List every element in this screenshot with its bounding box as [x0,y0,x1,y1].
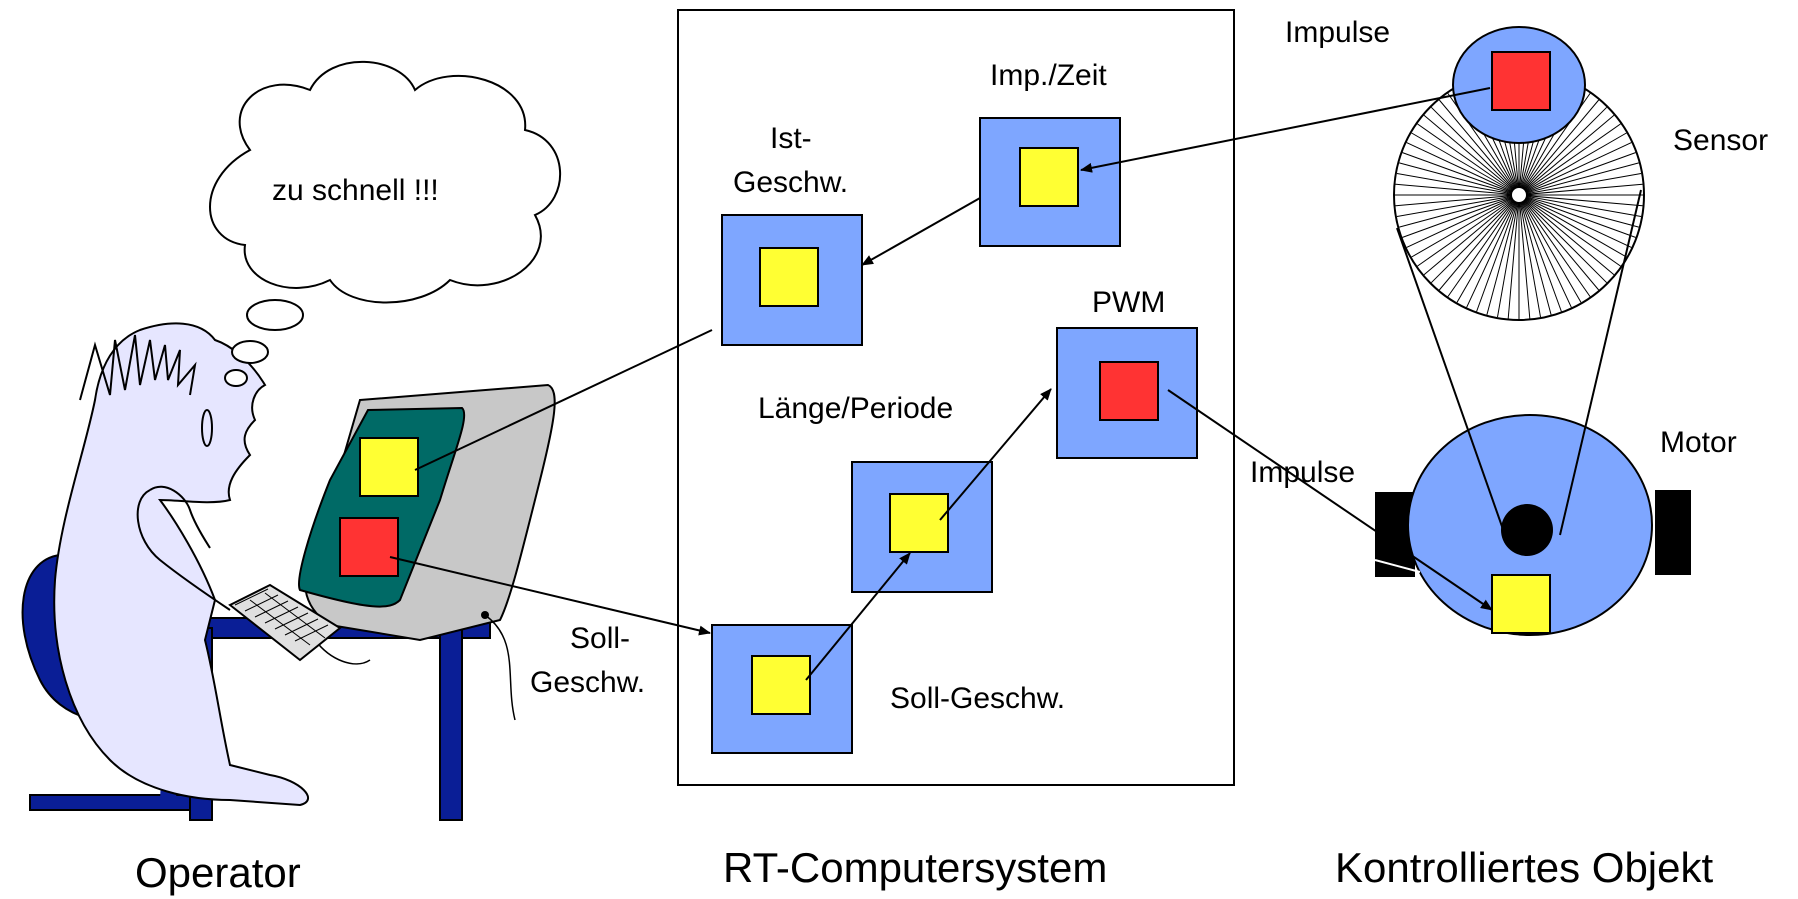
sensor-spoke [1399,194,1520,228]
sensor-spoke [1518,194,1562,312]
sensor-spoke [1466,194,1520,308]
label-soll-geschw: Soll-Geschw. [890,682,1065,715]
sensor-spoke [1402,152,1520,196]
label-motor: Motor [1660,426,1737,459]
sensor-spoke [1417,194,1520,267]
sensor-spoke [1507,194,1520,319]
sensor-disc [1393,26,1645,321]
sensor-spoke [1518,194,1636,238]
sensor-spoke [1518,194,1639,228]
sensor-spoke [1406,194,1520,248]
sensor-spoke [1518,194,1627,258]
sensor-spoke [1518,194,1621,267]
sensor-value-red [1491,51,1551,111]
label-impulse-top: Impulse [1285,16,1390,49]
sensor-spoke [1518,152,1636,196]
block-ist-geschw [721,214,863,346]
sensor-spoke [1518,194,1615,276]
sensor-spoke [1518,194,1541,318]
sensor-spoke [1423,194,1520,276]
arrow-pwm-to-motor [1167,389,1493,611]
operator-figure [21,322,491,821]
sensor-spoke [1518,194,1600,291]
label-laenge-periode: Länge/Periode [758,392,953,425]
sensor-spoke [1476,194,1520,312]
sensor-spoke [1518,114,1615,196]
sensor-spoke [1447,194,1520,297]
block-soll-geschw [711,624,853,754]
arrow-imp-zeit-to-ist [861,197,981,266]
sensor-spoke [1518,194,1572,308]
label-pwm: PWM [1092,286,1165,319]
label-impulse-mid: Impulse [1250,456,1355,489]
motor-value-yellow [1491,574,1551,634]
label-ist-line1: Ist- [770,122,812,155]
line-ist-to-screen [414,329,713,471]
sensor-spoke [1518,106,1608,196]
sensor-spoke [1430,194,1520,284]
sensor-spoke [1395,183,1520,196]
sensor-spoke [1518,162,1639,196]
rt-system-boundary [677,9,1235,786]
block-laenge-periode [851,461,993,593]
sensor-spoke [1497,194,1520,318]
block-pwm [1056,327,1198,459]
arrow-soll-to-laenge [805,552,911,681]
sensor-spoke [1518,194,1552,315]
label-ist-line2: Geschw. [733,166,848,199]
sensor-spoke [1438,99,1520,196]
sensor-spoke [1518,194,1643,207]
sensor-spoke [1417,123,1520,196]
sensor-spoke [1518,194,1531,319]
screen-value-red [339,517,399,577]
computer-monitor [298,383,556,721]
sensor-spoke [1406,142,1520,196]
arrow-sensor-to-imp-zeit [1080,87,1491,173]
sensor-spoke [1518,194,1591,297]
sensor-spoke [1518,142,1632,196]
sensor-spoke [1395,194,1520,207]
label-imp-zeit: Imp./Zeit [990,59,1107,92]
sensor-spoke [1411,132,1520,196]
sensor-spoke [1518,194,1582,303]
arrow-laenge-to-pwm [939,388,1052,521]
sensor-spoke [1456,194,1520,303]
sensor-spoke [1396,194,1520,217]
sensor-spoke [1518,183,1643,196]
label-soll-line1: Soll- [570,622,630,655]
label-soll-line2: Geschw. [530,666,645,699]
sensor-spoke [1399,162,1520,196]
sensor-spoke [1518,99,1600,196]
keyboard [228,583,342,662]
thought-text: zu schnell !!! [272,174,439,207]
sensor-spoke [1438,194,1520,291]
screen-value-yellow [359,437,419,497]
sensor-spoke [1486,194,1520,315]
sensor-spoke [1518,194,1632,248]
sensor-spoke [1411,194,1520,258]
signal-arrows [389,87,1493,681]
sensor-spoke [1402,194,1520,238]
arrow-screen-to-soll [389,556,711,636]
sensor-spoke [1518,123,1621,196]
motor [1374,189,1691,636]
section-rt-system: RT-Computersystem [723,844,1107,891]
label-sensor: Sensor [1673,124,1768,157]
sensor-spoke [1518,194,1642,217]
section-operator: Operator [135,849,301,896]
sensor-spoke [1518,132,1627,196]
sensor-spoke [1518,173,1642,196]
thought-cloud: zu schnell !!! [209,60,562,387]
sensor-spoke [1518,194,1608,284]
sensor-spoke [1423,114,1520,196]
section-controlled-object: Kontrolliertes Objekt [1335,844,1713,891]
sensor-spoke [1430,106,1520,196]
block-imp-zeit [979,117,1121,247]
sensor-spoke [1396,173,1520,196]
